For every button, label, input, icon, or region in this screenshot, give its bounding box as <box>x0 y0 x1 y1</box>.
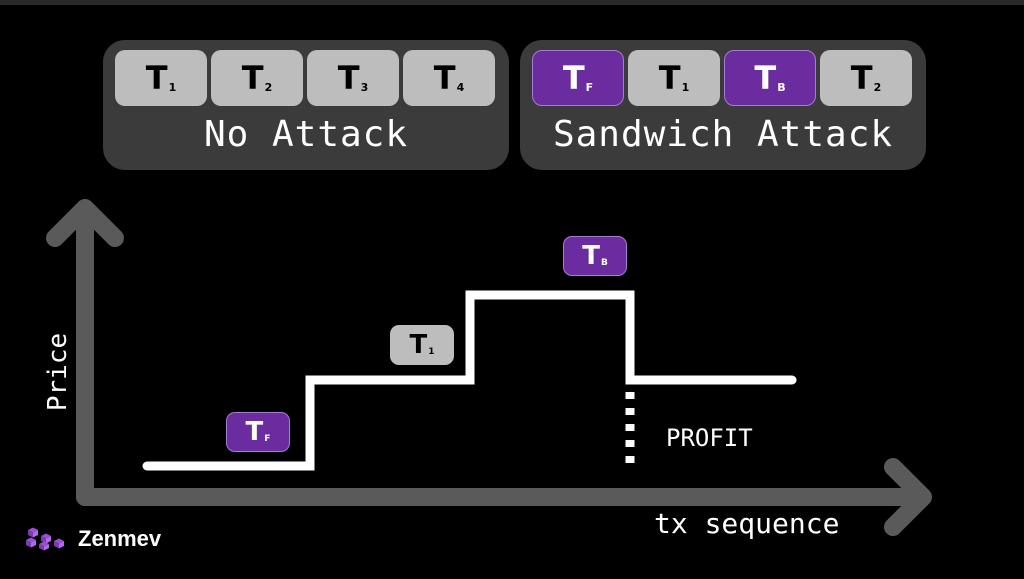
sandwich-attack-title: Sandwich Attack <box>552 114 894 155</box>
no-attack-title: No Attack <box>203 114 409 155</box>
x-axis-arrow <box>76 458 932 536</box>
y-axis-arrow <box>46 199 124 506</box>
top-border-strip <box>0 0 1024 5</box>
zenmev-logo-icon <box>26 527 64 551</box>
brand-name: Zenmev <box>78 526 162 551</box>
x-axis-label: tx sequence <box>654 507 840 540</box>
y-axis-label: Price <box>43 332 73 412</box>
price-step-line <box>142 290 797 471</box>
zenmev-logo: Zenmev <box>24 526 161 552</box>
profit-label: PROFIT <box>666 424 753 452</box>
